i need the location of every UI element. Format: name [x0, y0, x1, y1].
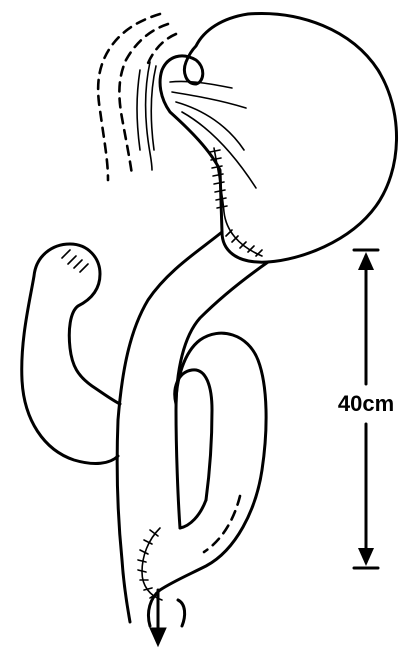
- measurement-label: 40cm: [338, 391, 394, 416]
- biliopancreatic-limb: [22, 244, 120, 463]
- esophagus-strands: [98, 14, 176, 180]
- roux-limb: [117, 232, 268, 622]
- common-channel-loop: [148, 333, 266, 626]
- measurement-bracket: 40cm: [338, 250, 394, 568]
- gastric-pouch: [160, 13, 396, 262]
